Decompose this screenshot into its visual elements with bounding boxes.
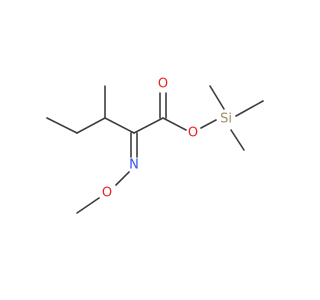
atom-label-o-methoxy: O	[102, 186, 112, 201]
atom-label-o-ester: O	[188, 126, 198, 141]
atom-label-o-carbonyl: O	[158, 77, 168, 92]
bond-ch2-ch	[76, 117, 106, 134]
bond-o-methoxy-ch3	[76, 197, 100, 214]
bond-ch-c2	[104, 117, 135, 134]
bond-si-methyl-down	[230, 129, 245, 151]
bond-si-methyl-right	[235, 100, 264, 117]
molecule-structure: O O Si N O	[46, 77, 264, 214]
bond-si-methyl-up	[209, 85, 225, 110]
atom-labels: O O Si N O	[102, 77, 232, 201]
bond-c1-o-ester	[162, 117, 187, 131]
bond-n-o-methoxy	[115, 171, 130, 186]
atom-label-si: Si	[220, 112, 232, 127]
bond-c2-c1	[133, 117, 164, 134]
ester-linkage	[162, 117, 217, 131]
trimethylsilyl-group	[209, 85, 264, 151]
bond-o-ester-si	[200, 119, 217, 129]
bond-ethyl-ch3-ch2	[46, 117, 78, 134]
carbon-skeleton	[46, 85, 164, 134]
carbonyl-group	[159, 92, 167, 119]
atom-label-n: N	[129, 158, 139, 173]
oxime-group	[76, 132, 138, 214]
